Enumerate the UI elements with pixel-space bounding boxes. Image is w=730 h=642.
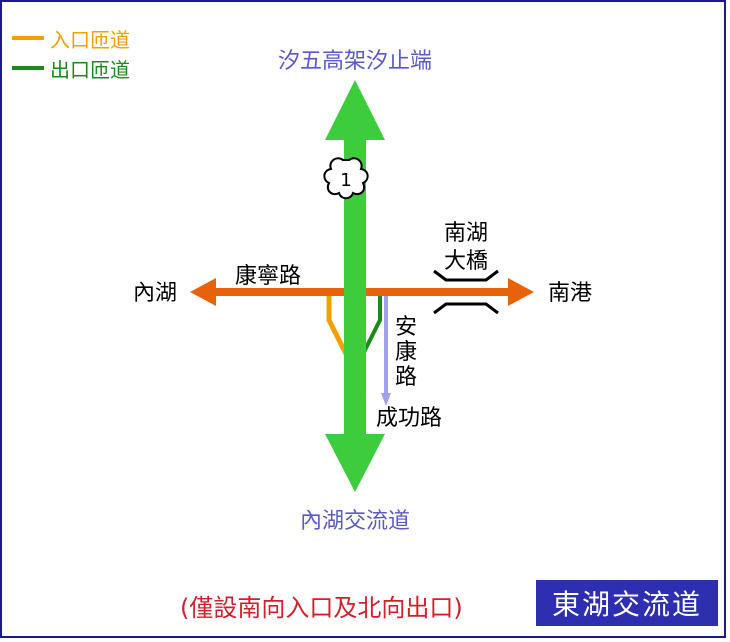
east-destination-label: 南港 (548, 281, 592, 306)
interchange-title: 東湖交流道 (536, 580, 718, 626)
bridge-bottom-line (433, 302, 499, 315)
footer-note: (僅設南向入口及北向出口) (180, 594, 463, 622)
shield-number: 1 (340, 170, 351, 191)
north-destination-label: 汐五高架汐止端 (278, 49, 432, 74)
side-road-arrowhead (381, 393, 391, 406)
bridge-name-line2: 大橋 (444, 249, 488, 274)
side-road-name-char-2: 康 (395, 340, 417, 365)
south-arrowhead (325, 434, 385, 492)
highway-shaft (344, 138, 366, 454)
highway-1 (325, 80, 385, 492)
exit-ramp (360, 296, 382, 357)
side-road-end-label: 成功路 (376, 406, 442, 431)
entry-ramp (326, 296, 350, 358)
highway-shield: 1 (323, 157, 369, 200)
north-arrowhead (325, 80, 385, 140)
side-road-name-char-3: 路 (395, 365, 417, 390)
legend-entry-ramp: 入口匝道 (12, 24, 130, 52)
crossroad-name-label: 康寧路 (235, 264, 301, 289)
west-destination-label: 內湖 (133, 281, 177, 306)
legend-exit-ramp: 出口匝道 (12, 54, 130, 82)
exit-ramp-legend-label: 出口匝道 (50, 57, 130, 82)
south-destination-label: 內湖交流道 (300, 509, 410, 534)
side-road-ankang (381, 296, 391, 406)
bridge-top-line (433, 269, 499, 282)
side-road-name-char-1: 安 (395, 315, 417, 340)
west-arrowhead (190, 278, 216, 306)
plum-blossom-icon (323, 157, 369, 200)
entry-ramp-swatch (12, 36, 44, 40)
bridge-name-line1: 南湖 (444, 221, 488, 246)
entry-ramp-legend-label: 入口匝道 (50, 27, 130, 52)
bridge-symbol (433, 269, 499, 315)
exit-ramp-swatch (12, 66, 44, 70)
east-arrowhead (508, 278, 534, 306)
